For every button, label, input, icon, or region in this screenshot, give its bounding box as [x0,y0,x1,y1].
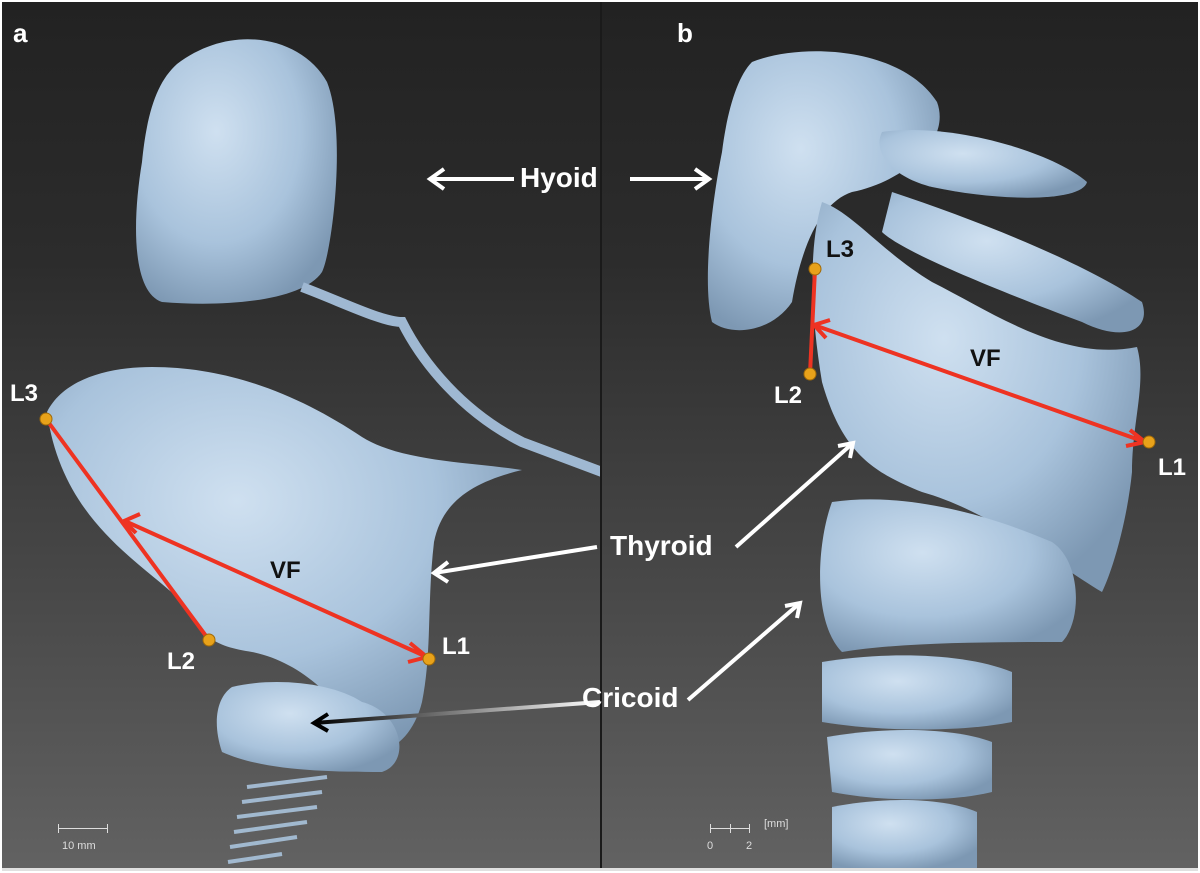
measurement-label-vf-a: VF [270,557,301,584]
scale-bar-a: 10 mm [54,820,114,860]
thyroid-bone-b [812,202,1141,592]
landmark-label-l3-b: L3 [826,236,855,263]
panel-a: a L3 L2 L1 VF Hyoid 10 mm [2,2,600,868]
annotation-cricoid: Cricoid [582,682,679,713]
scale-bar-tick-start-b: 0 [707,840,714,852]
panel-label-b: b [677,18,693,48]
cricoid-bone-b [820,499,1076,652]
annotation-thyroid: Thyroid [610,530,713,561]
landmark-label-l2-a: L2 [167,648,196,675]
panel-b-render [630,51,1156,868]
scale-bar-tick-end-b: 2 [746,840,753,852]
landmark-label-l1-b: L1 [1158,454,1187,481]
scale-bar-b: [mm] 0 2 [707,818,819,860]
thyroid-bone-a [47,367,522,750]
hyoid-bone-a [136,39,337,304]
panel-divider [600,2,602,868]
annotation-hyoid: Hyoid [520,162,598,193]
scale-bar-unit-b: [mm] [764,818,789,830]
landmark-label-l3-a: L3 [10,380,39,407]
measurement-label-vf-b: VF [970,345,1001,372]
landmark-label-l2-b: L2 [774,382,803,409]
landmark-label-l1-a: L1 [442,633,471,660]
panel-a-render [39,39,600,864]
panel-b: b L3 L2 L1 VF [mm] 0 2 [602,2,1198,868]
hyoid-bone-b [707,51,940,331]
scale-bar-label-a: 10 mm [62,840,96,852]
cricoid-bone-a [216,682,400,772]
panel-label-a: a [13,18,28,48]
